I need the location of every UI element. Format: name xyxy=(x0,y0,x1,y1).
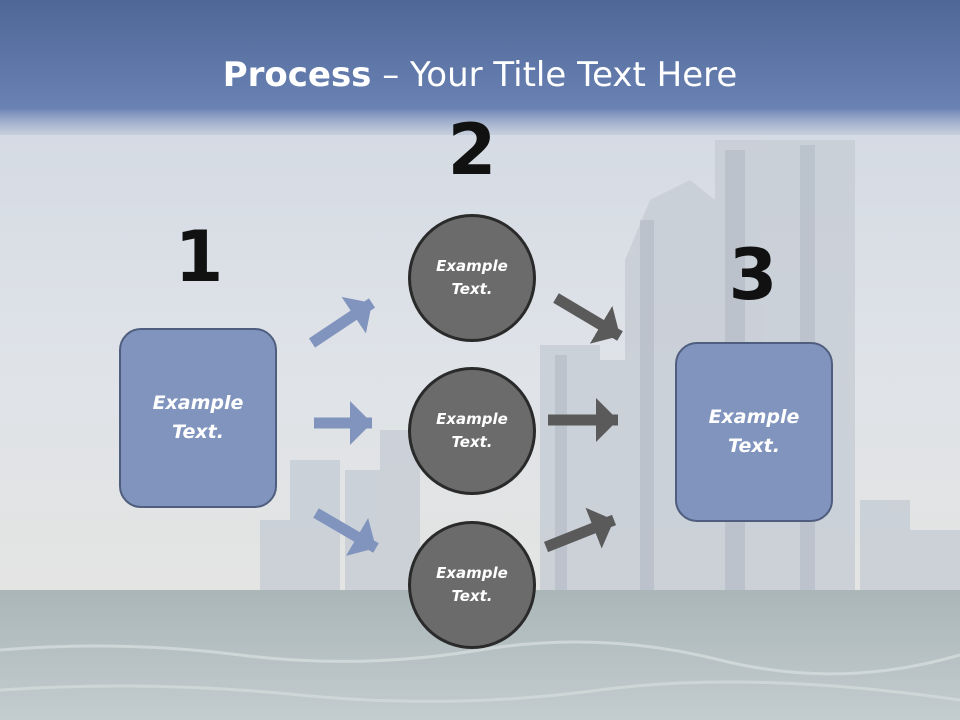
arrow-1-to-2a xyxy=(308,296,376,348)
arrow-2a-to-3 xyxy=(553,293,623,344)
title-rest: – Your Title Text Here xyxy=(371,55,738,95)
step-3-label: Example Text. xyxy=(708,406,800,457)
step-2-circle-middle: Example Text. xyxy=(408,367,536,495)
title-bold: Process xyxy=(222,55,372,95)
arrow-2c-to-3 xyxy=(543,507,617,553)
step-2-circle-top: Example Text. xyxy=(408,214,536,342)
step-2c-label: Example Text. xyxy=(436,564,508,605)
step-number-3: 3 xyxy=(728,234,778,316)
step-1-label: Example Text. xyxy=(152,392,244,443)
step-2b-label: Example Text. xyxy=(436,410,508,451)
slide-title: Process – Your Title Text Here xyxy=(0,52,960,98)
step-1-box: Example Text. xyxy=(119,328,277,508)
step-2-circle-bottom: Example Text. xyxy=(408,521,536,649)
step-number-1: 1 xyxy=(174,216,224,298)
arrow-1-to-2c xyxy=(313,508,379,556)
step-3-box: Example Text. xyxy=(675,342,833,522)
step-2a-label: Example Text. xyxy=(436,257,508,298)
step-number-2: 2 xyxy=(447,109,497,191)
